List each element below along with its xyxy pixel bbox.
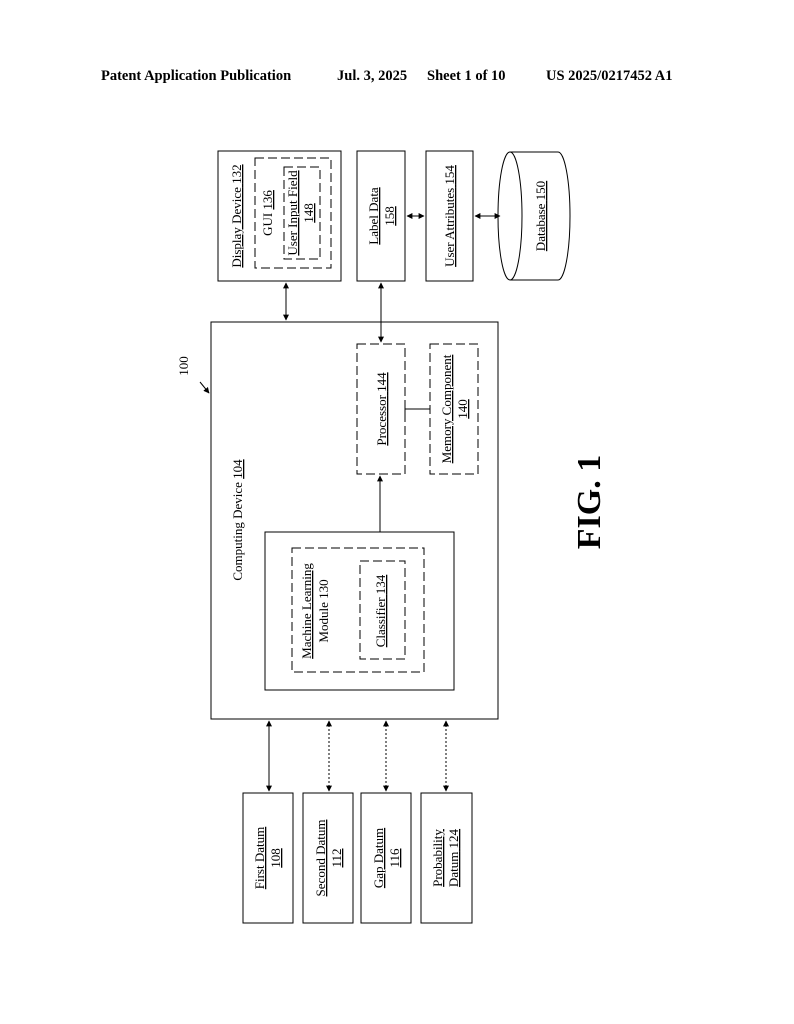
publication-date: Jul. 3, 2025 xyxy=(337,68,408,84)
computing-device-label: Computing Device 104 xyxy=(230,459,245,581)
first-datum-number: 108 xyxy=(268,848,283,868)
ml-module-label: Machine Learning xyxy=(299,563,314,659)
page-header: Patent Application Publication Jul. 3, 2… xyxy=(0,68,794,88)
gap-datum-box xyxy=(360,792,412,924)
user-input-field-label: User Input Field xyxy=(285,170,300,256)
second-datum-box xyxy=(302,792,354,924)
second-datum-label: Second Datum xyxy=(313,820,328,897)
probability-datum-box xyxy=(420,792,473,924)
ml-module-label-2: Module 130 xyxy=(316,579,331,642)
user-input-field-box xyxy=(283,166,321,260)
display-device-label: Display Device 132 xyxy=(229,164,244,267)
ml-module-container xyxy=(264,531,455,691)
figure-caption: FIG. 1 xyxy=(571,455,608,549)
user-input-field-number: 148 xyxy=(301,203,316,223)
reference-leader xyxy=(199,381,210,394)
memory-component-label: Memory Component xyxy=(439,354,454,463)
gui-label: GUI 136 xyxy=(260,190,275,236)
display-device-box xyxy=(217,150,342,282)
second-datum-number: 112 xyxy=(329,848,344,867)
label-data-number: 158 xyxy=(382,206,397,226)
memory-component-number: 140 xyxy=(455,399,470,419)
label-data-label: Label Data xyxy=(366,187,381,245)
classifier-label: Classifier 134 xyxy=(373,574,388,647)
first-datum-label: First Datum xyxy=(252,827,267,889)
gui-box xyxy=(254,157,332,269)
database-label: Database 150 xyxy=(533,181,548,251)
gap-datum-label: Gap Datum xyxy=(371,828,386,888)
first-datum-box xyxy=(242,792,294,924)
probability-datum-label: Probability xyxy=(430,829,445,887)
user-attributes-box xyxy=(425,150,474,282)
label-data-box xyxy=(356,150,406,282)
classifier-box xyxy=(359,560,406,660)
gap-datum-number: 116 xyxy=(387,848,402,868)
processor-label: Processor 144 xyxy=(374,372,389,446)
probability-datum-label-2: Datum 124 xyxy=(446,828,461,887)
sheet-number: Sheet 1 of 10 xyxy=(427,68,506,84)
reference-number: 100 xyxy=(176,356,191,376)
ml-module-box xyxy=(291,547,425,673)
user-attributes-label: User Attributes 154 xyxy=(442,165,457,267)
publication-number: US 2025/0217452 A1 xyxy=(546,68,673,84)
database-cylinder xyxy=(497,151,571,281)
memory-component-box xyxy=(429,343,479,475)
publication-label: Patent Application Publication xyxy=(101,68,292,84)
computing-device-box xyxy=(210,321,499,720)
